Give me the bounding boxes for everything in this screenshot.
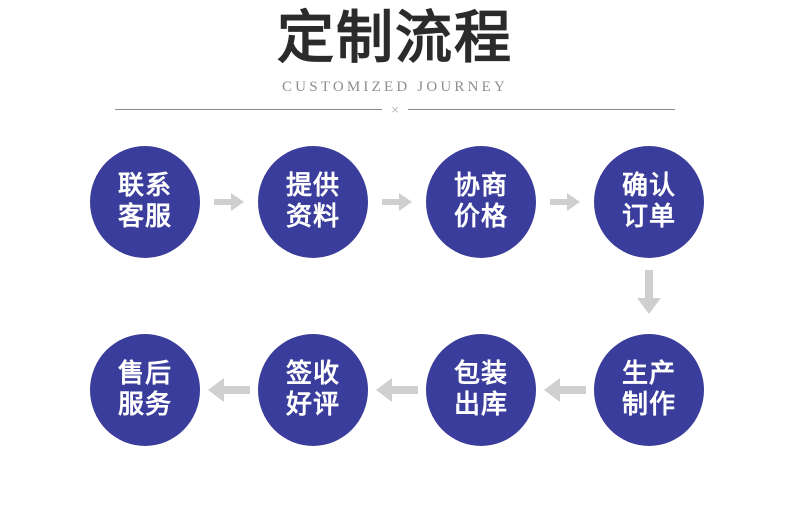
flow-node-package-and-ship[interactable]: 包装 出库 (426, 334, 536, 446)
node-label-line2: 出库 (453, 390, 508, 420)
node-label-line1: 协商 (453, 171, 508, 201)
arrow-left-icon (208, 378, 250, 402)
node-label-line1: 确认 (621, 171, 676, 201)
arrow-right-icon (550, 193, 580, 211)
node-label-line2: 客服 (117, 202, 172, 232)
node-label-line1: 联系 (117, 171, 172, 201)
flow-node-after-sales-service[interactable]: 售后 服务 (90, 334, 200, 446)
flow-node-receive-and-review[interactable]: 签收 好评 (258, 334, 368, 446)
node-label-line2: 订单 (621, 202, 676, 232)
page-header: 定制流程 CUSTOMIZED JOURNEY (0, 0, 790, 96)
header-divider: × (115, 100, 675, 118)
node-label-line2: 资料 (285, 202, 340, 232)
divider-rule-left (115, 108, 383, 110)
arrow-down-icon (637, 270, 661, 314)
arrow-right-icon (214, 193, 244, 211)
node-label-line2: 好评 (285, 390, 340, 420)
arrow-right-icon (382, 193, 412, 211)
node-label-line2: 服务 (117, 390, 172, 420)
page-title: 定制流程 (277, 5, 513, 71)
flow-node-negotiate-price[interactable]: 协商 价格 (426, 146, 536, 258)
arrow-left-icon (376, 378, 418, 402)
node-label-line1: 包装 (453, 359, 508, 389)
divider-x-icon: × (391, 101, 399, 117)
flow-node-contact-support[interactable]: 联系 客服 (90, 146, 200, 258)
flow-node-confirm-order[interactable]: 确认 订单 (594, 146, 704, 258)
divider-rule-right (407, 108, 675, 110)
node-label-line1: 提供 (285, 171, 340, 201)
node-label-line1: 生产 (621, 359, 676, 389)
flow-node-production[interactable]: 生产 制作 (594, 334, 704, 446)
node-label-line2: 价格 (453, 202, 508, 232)
flow-node-provide-materials[interactable]: 提供 资料 (258, 146, 368, 258)
node-label-line2: 制作 (621, 390, 676, 420)
page-subtitle: CUSTOMIZED JOURNEY (281, 79, 509, 95)
node-label-line1: 售后 (117, 359, 172, 389)
arrow-left-icon (544, 378, 586, 402)
node-label-line1: 签收 (285, 359, 340, 389)
